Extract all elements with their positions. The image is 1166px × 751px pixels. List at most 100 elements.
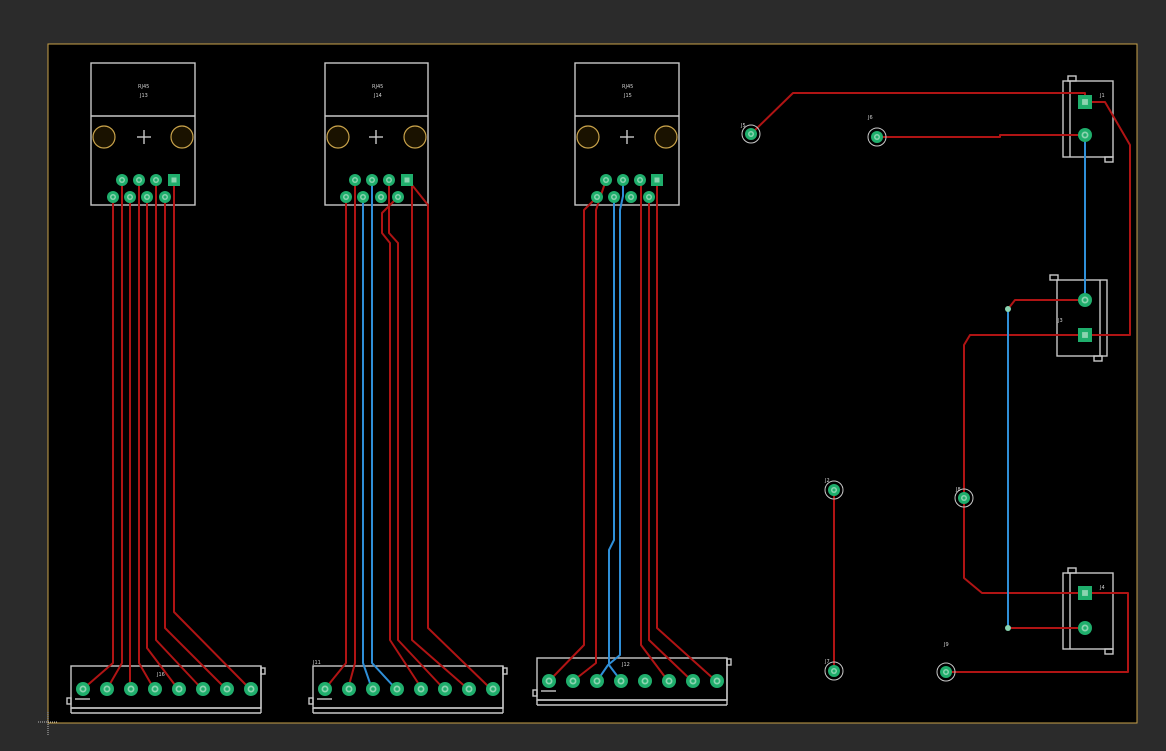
header-3-pin[interactable] [662, 674, 676, 688]
header-j16-ref: J16 [156, 672, 165, 678]
header-2-pin[interactable] [438, 682, 452, 696]
test-point-j2-label: J2 [824, 478, 830, 484]
connector-j3-pin-2[interactable] [1078, 293, 1092, 307]
header-1-pin[interactable] [124, 682, 138, 696]
rj45-2-pad[interactable] [375, 191, 387, 203]
header-3-pin[interactable] [686, 674, 700, 688]
rj45-1-pad[interactable] [133, 174, 145, 186]
rj45-1-pad[interactable] [168, 174, 180, 186]
connector-j4-pin-1[interactable] [1078, 586, 1092, 600]
header-3-pin[interactable] [542, 674, 556, 688]
header-1-pin[interactable] [100, 682, 114, 696]
via-pad[interactable] [1005, 306, 1011, 312]
pads-layer[interactable] [76, 95, 1092, 696]
connector-j4[interactable]: J4 [1062, 567, 1114, 655]
test-point-j9-label: J9 [943, 642, 949, 648]
test-point-j7-label: J7 [824, 659, 830, 665]
header-1-pin[interactable] [148, 682, 162, 696]
header-j16[interactable]: J16 [66, 665, 266, 714]
header-3-pin[interactable] [638, 674, 652, 688]
board-substrate [47, 43, 1138, 724]
rj45-3-pad[interactable] [617, 174, 629, 186]
rj45-module-1[interactable]: RJ45 J13 [90, 62, 196, 206]
mount-hole-icon [170, 125, 194, 149]
test-point-6[interactable] [936, 662, 956, 682]
header-2-pin[interactable] [486, 682, 500, 696]
rj45-3-name: RJ45 [622, 84, 633, 90]
rj45-2-pad[interactable] [366, 174, 378, 186]
connector-j3-ref: J3 [1057, 318, 1063, 324]
header-2-pin[interactable] [318, 682, 332, 696]
rj45-1-pad[interactable] [107, 191, 119, 203]
rj45-2-pad[interactable] [392, 191, 404, 203]
header-2-pin[interactable] [414, 682, 428, 696]
rj45-1-pad[interactable] [150, 174, 162, 186]
rj45-2-pad[interactable] [357, 191, 369, 203]
header-j11-ref: J11 [312, 660, 321, 666]
connector-j3[interactable]: J3 [1049, 274, 1108, 362]
rj45-3-pad[interactable] [600, 174, 612, 186]
mount-hole-icon [654, 125, 678, 149]
connector-j1-pin-2[interactable] [1078, 128, 1092, 142]
header-3-pin[interactable] [614, 674, 628, 688]
header-1-pin[interactable] [172, 682, 186, 696]
rj45-1-pad[interactable] [159, 191, 171, 203]
rj45-1-name: RJ45 [138, 84, 149, 90]
connector-j3-pin-1[interactable] [1078, 328, 1092, 342]
header-3-pin[interactable] [710, 674, 724, 688]
test-point-j8-label: J8 [955, 487, 961, 493]
rj45-3-pad[interactable] [608, 191, 620, 203]
rj45-2-pad[interactable] [383, 174, 395, 186]
rj45-3-pad[interactable] [651, 174, 663, 186]
rj45-3-pad[interactable] [625, 191, 637, 203]
crosshair-icon [38, 712, 58, 735]
rj45-module-2[interactable]: RJ45 J14 [324, 62, 429, 206]
rj45-2-ref: J14 [373, 93, 382, 99]
rj45-1-pad[interactable] [141, 191, 153, 203]
traces-top-layer[interactable] [82, 92, 1131, 690]
header-j12-ref: J12 [621, 662, 630, 668]
test-point-2[interactable] [867, 127, 887, 147]
rj45-1-ref: J13 [139, 93, 148, 99]
connector-j1-pin-1[interactable] [1078, 95, 1092, 109]
rj45-3-pad[interactable] [634, 174, 646, 186]
connector-j4-ref: J4 [1099, 585, 1105, 591]
header-2-pin[interactable] [366, 682, 380, 696]
header-1-pin[interactable] [244, 682, 258, 696]
traces-bottom-layer[interactable] [362, 135, 1086, 690]
header-2-pin[interactable] [342, 682, 356, 696]
rj45-1-pad[interactable] [124, 191, 136, 203]
header-2-pin[interactable] [462, 682, 476, 696]
test-point-4[interactable] [824, 661, 844, 681]
header-3-pin[interactable] [566, 674, 580, 688]
rj45-3-ref: J15 [623, 93, 632, 99]
rj45-module-3[interactable]: RJ45 J15 [574, 62, 680, 206]
rj45-2-pad[interactable] [349, 174, 361, 186]
rj45-2-pad[interactable] [401, 174, 413, 186]
header-1-pin[interactable] [220, 682, 234, 696]
test-point-3[interactable] [824, 480, 844, 500]
rj45-3-pad[interactable] [591, 191, 603, 203]
connector-j4-pin-2[interactable] [1078, 621, 1092, 635]
header-2-pin[interactable] [390, 682, 404, 696]
rj45-1-pad[interactable] [116, 174, 128, 186]
test-point-1[interactable] [741, 124, 761, 144]
rj45-2-pad[interactable] [340, 191, 352, 203]
via-pad[interactable] [1005, 625, 1011, 631]
mount-hole-icon [403, 125, 427, 149]
mount-hole-icon [92, 125, 116, 149]
test-point-j5-label: J5 [740, 123, 746, 129]
mount-hole-icon [326, 125, 350, 149]
rj45-3-pad[interactable] [643, 191, 655, 203]
rj45-2-name: RJ45 [372, 84, 383, 90]
header-3-pin[interactable] [590, 674, 604, 688]
connector-j1-ref: J1 [1099, 93, 1105, 99]
header-1-pin[interactable] [76, 682, 90, 696]
test-point-5[interactable] [954, 488, 974, 508]
header-1-pin[interactable] [196, 682, 210, 696]
test-point-j6-label: J6 [867, 115, 873, 121]
mount-hole-icon [576, 125, 600, 149]
header-j12[interactable]: J12 [532, 657, 732, 706]
